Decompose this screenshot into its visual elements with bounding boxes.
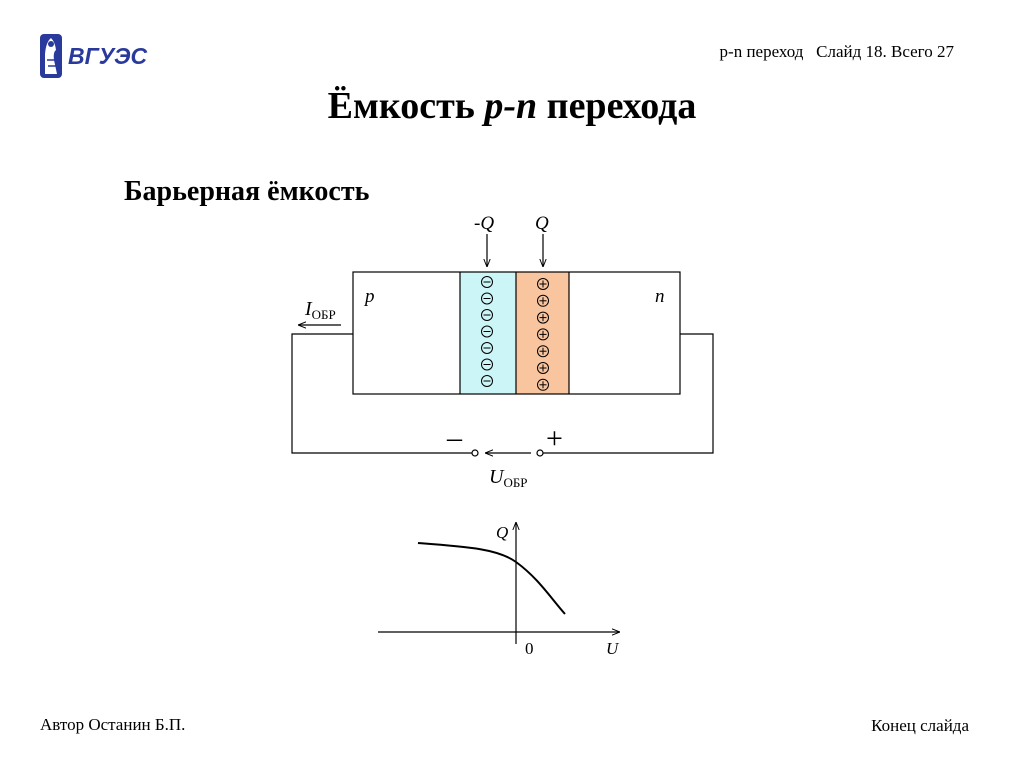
circuit-wire-left: [291, 333, 472, 454]
positive-ion-icon: [537, 311, 549, 324]
terminal-minus-sign: –: [446, 421, 463, 454]
graph-y-label: Q: [496, 523, 508, 542]
positive-ion-icon: [537, 362, 549, 374]
region-n-label: n: [655, 286, 665, 307]
author-credit: Автор Останин Б.П.: [40, 715, 186, 734]
negative-ion-icon: [481, 292, 493, 305]
logo-emblem-icon: [40, 34, 62, 78]
slide-info: p-n переход Слайд 18. Всего 27: [719, 42, 954, 61]
logo-text: ВГУЭС: [68, 43, 148, 69]
positive-ion-icon: [537, 294, 549, 307]
negative-ion-icon: [481, 375, 493, 387]
depletion-negative-region: [460, 272, 516, 394]
positive-ions: [537, 278, 549, 391]
negative-ion-icon: [481, 358, 493, 371]
voltage-label: UОБР: [489, 466, 528, 490]
positive-ion-icon: [537, 378, 549, 391]
region-p-label: p: [363, 286, 375, 307]
negative-ion-icon: [481, 309, 493, 321]
terminal-plus: [536, 449, 544, 457]
end-slide-link[interactable]: Конец слайда: [871, 716, 969, 735]
graph-q-u-curve: [417, 542, 566, 615]
circuit-wire-right: [543, 333, 714, 454]
title-suffix: перехода: [537, 85, 697, 127]
slide-title: Ёмкость p-n перехода: [0, 84, 1024, 128]
title-prefix: Ёмкость: [327, 85, 485, 127]
terminal-minus: [471, 449, 479, 457]
positive-ion-icon: [537, 328, 549, 341]
title-italic-pn: p-n: [484, 85, 538, 127]
charge-pos-label: Q: [535, 213, 549, 234]
positive-ion-icon: [537, 345, 549, 358]
current-label: IОБР: [304, 298, 336, 322]
terminal-plus-sign: +: [546, 422, 563, 455]
slide-subtitle: Барьерная ёмкость: [124, 176, 370, 207]
graph-origin-label: 0: [525, 639, 534, 658]
charge-neg-label: -Q: [474, 213, 494, 234]
negative-ion-icon: [481, 342, 493, 354]
positive-ion-icon: [537, 278, 549, 290]
negative-ions: [481, 276, 493, 387]
graph-x-label: U: [606, 639, 620, 658]
negative-ion-icon: [481, 276, 493, 288]
vgues-logo: ВГУЭС: [40, 34, 148, 78]
negative-ion-icon: [481, 325, 493, 338]
